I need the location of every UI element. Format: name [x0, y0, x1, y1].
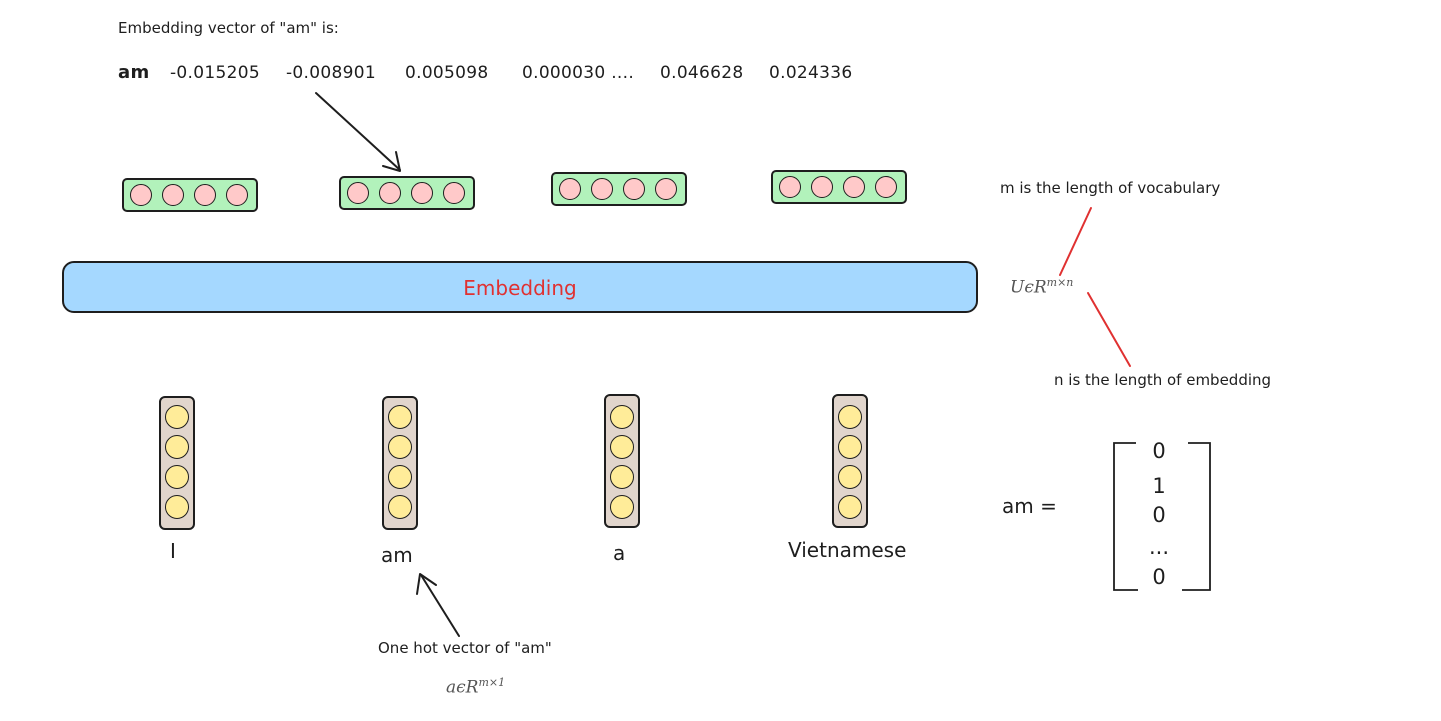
one-hot-entry: 0 — [1152, 439, 1166, 463]
one-hot-unit — [165, 465, 189, 489]
embedding-unit — [162, 184, 184, 206]
embedding-value: 0.024336 — [769, 63, 853, 83]
embedding-vector-vietnamese — [771, 170, 907, 204]
one-hot-unit — [838, 465, 862, 489]
embedding-unit — [623, 178, 645, 200]
embedding-unit — [843, 176, 865, 198]
one-hot-notation-base: aϵR — [446, 677, 479, 698]
one-hot-vector-a — [604, 394, 640, 528]
one-hot-entry: ... — [1148, 535, 1170, 559]
one-hot-unit — [388, 405, 412, 429]
embedding-caption: Embedding vector of "am" is: — [118, 19, 339, 37]
word-label-vietnamese: Vietnamese — [788, 538, 907, 562]
embedding-value: 0.000030 .... — [522, 63, 635, 83]
m-note-connector — [1059, 207, 1092, 276]
one-hot-unit — [838, 435, 862, 459]
embedding-vector-i — [122, 178, 258, 212]
n-note-connector — [1087, 292, 1131, 367]
embedding-unit — [779, 176, 801, 198]
one-hot-unit — [610, 435, 634, 459]
embedding-unit — [194, 184, 216, 206]
one-hot-unit — [610, 405, 634, 429]
one-hot-unit — [838, 405, 862, 429]
embedding-unit — [591, 178, 613, 200]
embedding-value: -0.015205 — [170, 63, 260, 83]
embedding-unit — [559, 178, 581, 200]
one-hot-vector-i — [159, 396, 195, 530]
embedding-layer: Embedding — [62, 261, 978, 313]
word-label-am: am — [381, 543, 413, 567]
one-hot-vector-am — [382, 396, 418, 530]
one-hot-unit — [388, 465, 412, 489]
embedding-value: -0.008901 — [286, 63, 376, 83]
one-hot-entry: 1 — [1152, 474, 1166, 498]
embedding-value: 0.005098 — [405, 63, 489, 83]
embedding-unit — [443, 182, 465, 204]
embedding-arrow — [315, 92, 401, 171]
embedding-unit — [347, 182, 369, 204]
one-hot-unit — [388, 495, 412, 519]
embedding-matrix-notation: UϵRm×n — [1010, 276, 1073, 298]
embedding-unit — [811, 176, 833, 198]
one-hot-unit — [165, 495, 189, 519]
one-hot-entry: 0 — [1152, 503, 1166, 527]
one-hot-unit — [610, 495, 634, 519]
m-note: m is the length of vocabulary — [1000, 179, 1221, 197]
word-label-a: a — [613, 541, 626, 565]
embedding-unit — [379, 182, 401, 204]
n-note: n is the length of embedding — [1054, 371, 1272, 389]
embedding-unit — [655, 178, 677, 200]
embedding-unit — [226, 184, 248, 206]
embedding-value: 0.046628 — [660, 63, 744, 83]
embedding-unit — [411, 182, 433, 204]
matrix-notation-sup: m×n — [1046, 276, 1074, 289]
one-hot-notation: aϵRm×1 — [446, 676, 505, 698]
word-label-i: I — [170, 539, 176, 563]
one-hot-unit — [610, 465, 634, 489]
one-hot-unit — [838, 495, 862, 519]
embedding-row-word: am — [118, 62, 150, 83]
embedding-vector-a — [551, 172, 687, 206]
one-hot-unit — [165, 435, 189, 459]
matrix-notation-base: UϵR — [1010, 277, 1047, 298]
one-hot-entry: 0 — [1152, 565, 1166, 589]
one-hot-notation-sup: m×1 — [478, 676, 506, 689]
one-hot-unit — [165, 405, 189, 429]
embedding-layer-label: Embedding — [463, 276, 577, 300]
one-hot-equation-lhs: am = — [1002, 494, 1057, 518]
matrix-right-bracket — [1182, 442, 1211, 591]
matrix-left-bracket — [1113, 442, 1138, 591]
embedding-unit — [875, 176, 897, 198]
one-hot-unit — [388, 435, 412, 459]
embedding-unit — [130, 184, 152, 206]
one-hot-caption: One hot vector of "am" — [378, 639, 552, 657]
embedding-vector-am — [339, 176, 475, 210]
one-hot-vector-vietnamese — [832, 394, 868, 528]
embedding-arrowhead — [382, 151, 401, 172]
one-hot-arrow — [420, 574, 460, 637]
one-hot-arrowhead — [416, 573, 437, 595]
